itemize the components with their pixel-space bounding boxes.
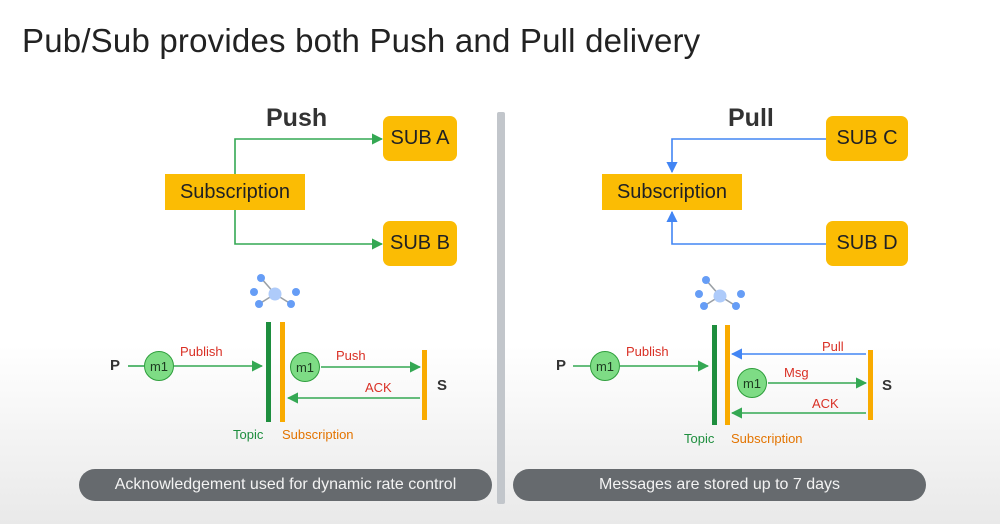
pull-arrow-sub-c <box>666 138 826 174</box>
push-publisher-label: P <box>110 357 121 374</box>
pull-pull-label: Pull <box>822 339 844 354</box>
sub-a-box: SUB A <box>383 116 457 161</box>
push-message-m1: m1 <box>144 351 174 381</box>
pubsub-hub-icon <box>250 274 300 308</box>
sub-b-box: SUB B <box>383 221 457 266</box>
pull-subscriber-bar <box>868 350 873 420</box>
pull-delivered-message-m1: m1 <box>737 368 767 398</box>
push-delivered-message-m1: m1 <box>290 352 320 382</box>
sub-c-box: SUB C <box>826 116 908 161</box>
push-push-label: Push <box>336 348 366 363</box>
pull-caption: Messages are stored up to 7 days <box>513 469 926 501</box>
push-heading: Push <box>266 104 328 132</box>
pull-topic-bar <box>712 325 717 425</box>
push-ack-label: ACK <box>365 380 392 395</box>
pull-ack-label: ACK <box>812 396 839 411</box>
pull-heading: Pull <box>728 104 774 132</box>
push-arrow-sub-b <box>234 210 384 250</box>
sub-d-box: SUB D <box>826 221 908 266</box>
push-caption: Acknowledgement used for dynamic rate co… <box>79 469 492 501</box>
pull-subscription-box: Subscription <box>602 174 742 210</box>
push-publish-label: Publish <box>180 344 223 359</box>
pull-publish-label: Publish <box>626 344 669 359</box>
pull-publisher-label: P <box>556 357 567 374</box>
push-subscriber-bar <box>422 350 427 420</box>
push-arrow-sub-a <box>234 133 384 174</box>
push-subscription-bar <box>280 322 285 422</box>
push-subscription-box: Subscription <box>165 174 305 210</box>
push-topic-label: Topic <box>233 427 264 442</box>
pull-msg-label: Msg <box>784 365 809 380</box>
pubsub-hub-icon <box>695 276 745 310</box>
push-topic-bar <box>266 322 271 422</box>
pull-subscriber-label: S <box>882 377 893 394</box>
push-subscriber-label: S <box>437 377 448 394</box>
pull-topic-label: Topic <box>684 431 715 446</box>
push-subscription-label: Subscription <box>282 427 354 442</box>
pull-arrow-sub-d <box>666 210 826 245</box>
page-title: Pub/Sub provides both Push and Pull deli… <box>22 22 701 59</box>
panel-divider <box>497 112 505 504</box>
pull-subscription-label: Subscription <box>731 431 803 446</box>
pull-message-m1: m1 <box>590 351 620 381</box>
pull-subscription-bar <box>725 325 730 425</box>
